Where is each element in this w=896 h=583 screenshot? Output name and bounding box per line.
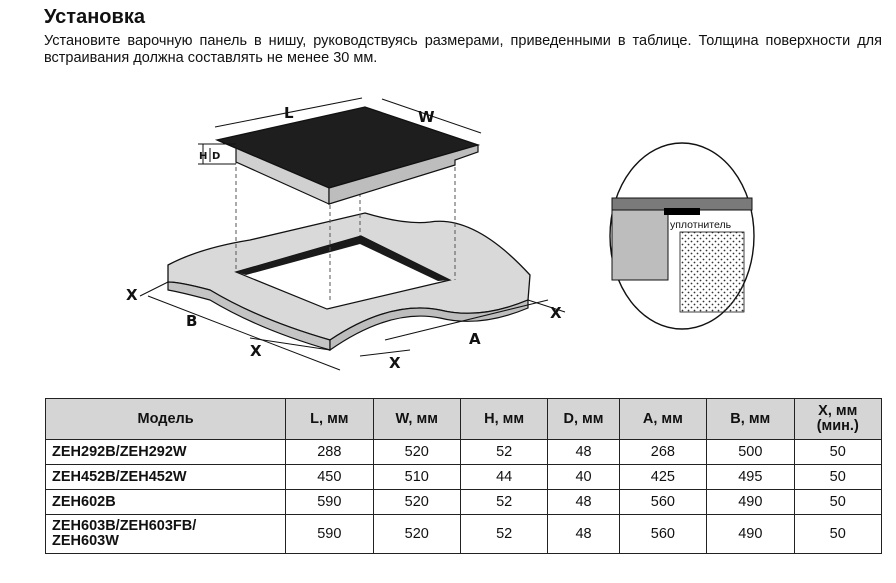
cell-model: ZEH452B/ZEH452W [44, 464, 287, 490]
cell-A: 268 [618, 439, 708, 465]
dim-label-X-bottom-left: X [250, 342, 262, 360]
cell-D: 40 [547, 464, 620, 490]
table-row: ZEH452B/ZEH452W 450 510 44 40 425 495 50 [44, 464, 882, 490]
cell-X: 50 [793, 514, 882, 554]
table-header-row: Модель L, мм W, мм H, мм D, мм A, мм B, … [44, 398, 882, 440]
col-header-B: B, мм [706, 398, 795, 440]
cell-H: 52 [459, 489, 549, 515]
installation-diagram: L W H D X B X X A X уплотнитель [0, 88, 896, 388]
cell-model: ZEH602B [44, 489, 287, 515]
installation-instructions: Установите варочную панель в нишу, руков… [44, 33, 882, 66]
dim-label-X-bottom: X [389, 354, 401, 372]
dim-label-X-left: X [126, 286, 138, 304]
dim-label-X-right: X [550, 304, 562, 322]
cell-B: 490 [706, 514, 795, 554]
dim-label-D: D [212, 151, 220, 162]
cell-model: ZEH292B/ZEH292W [44, 439, 287, 465]
cell-model-line1: ZEH603B/ZEH603FB/ [52, 518, 197, 534]
dimension-lines [139, 97, 566, 371]
cell-L: 590 [285, 489, 374, 515]
cell-W: 520 [372, 514, 461, 554]
cell-model-line2: ZEH603W [52, 533, 119, 549]
cell-A: 560 [618, 514, 708, 554]
cell-D: 48 [547, 514, 620, 554]
seal-label: уплотнитель [670, 219, 732, 231]
cell-L: 590 [285, 514, 374, 554]
page-title: Установка [44, 6, 145, 28]
cell-D: 48 [547, 439, 620, 465]
col-header-H: H, мм [459, 398, 549, 440]
cell-A: 425 [618, 464, 708, 490]
table-row: ZEH292B/ZEH292W 288 520 52 48 268 500 50 [44, 439, 882, 465]
seal-detail-inset: уплотнитель [609, 142, 755, 330]
cell-X: 50 [793, 489, 882, 515]
col-header-W: W, мм [372, 398, 461, 440]
table-row: ZEH602B 590 520 52 48 560 490 50 [44, 489, 882, 515]
cell-W: 510 [372, 464, 461, 490]
cell-L: 288 [285, 439, 374, 465]
cell-L: 450 [285, 464, 374, 490]
col-header-X-line2: (мин.) [816, 418, 859, 434]
cell-H: 52 [459, 439, 549, 465]
cell-W: 520 [372, 439, 461, 465]
cell-H: 44 [459, 464, 549, 490]
cooktop [214, 106, 481, 205]
cell-A: 560 [618, 489, 708, 515]
col-header-A: A, мм [618, 398, 708, 440]
cell-model: ZEH603B/ZEH603FB/ ZEH603W [44, 514, 287, 554]
cell-B: 490 [706, 489, 795, 515]
cell-H: 52 [459, 514, 549, 554]
col-header-X: X, мм (мин.) [793, 398, 882, 440]
cell-D: 48 [547, 489, 620, 515]
dim-label-L: L [284, 104, 294, 122]
col-header-L: L, мм [285, 398, 374, 440]
dim-label-W: W [418, 108, 435, 126]
cell-W: 520 [372, 489, 461, 515]
cell-X: 50 [793, 439, 882, 465]
dim-label-A: A [469, 330, 481, 348]
dimensions-table: Модель L, мм W, мм H, мм D, мм A, мм B, … [44, 398, 882, 554]
cell-B: 495 [706, 464, 795, 490]
col-header-D: D, мм [547, 398, 620, 440]
col-header-X-line1: X, мм [818, 403, 858, 419]
col-header-model: Модель [44, 398, 287, 440]
dim-label-B: B [186, 312, 197, 330]
cell-X: 50 [793, 464, 882, 490]
countertop [167, 212, 531, 352]
table-row: ZEH603B/ZEH603FB/ ZEH603W 590 520 52 48 … [44, 514, 882, 554]
dim-label-H: H [199, 151, 207, 162]
cell-B: 500 [706, 439, 795, 465]
